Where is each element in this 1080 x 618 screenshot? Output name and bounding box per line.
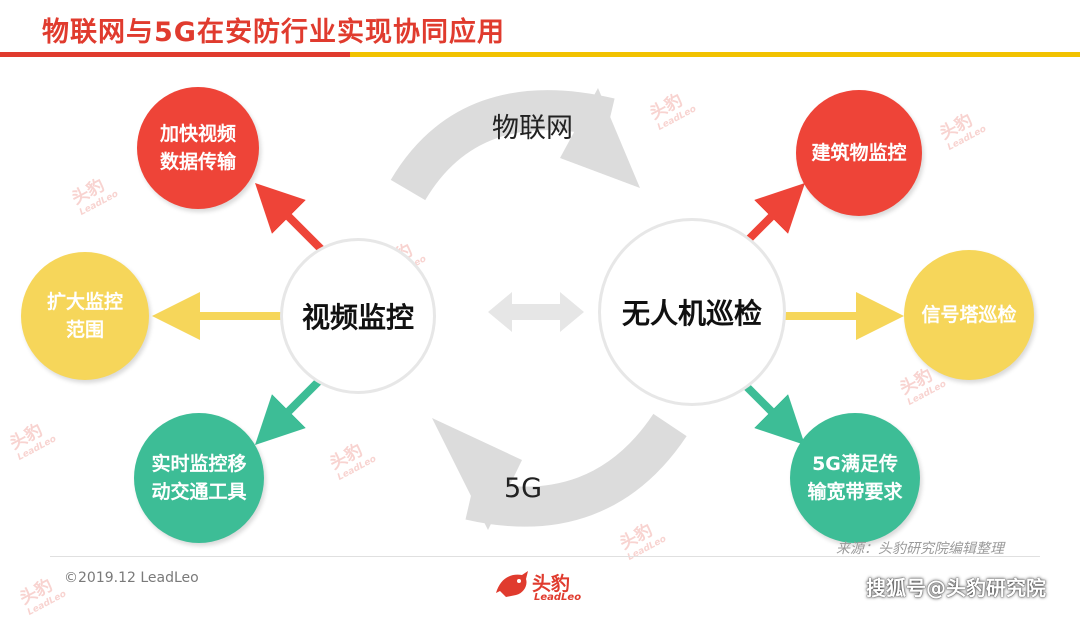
leopard-icon: [496, 571, 528, 597]
title-underline-red: [0, 52, 350, 57]
source-note: 来源：头豹研究院编辑整理: [836, 541, 1004, 557]
node-realtime-vehicle-monitoring: 实时监控移动交通工具: [134, 413, 264, 543]
flow-arrow-bottom: [432, 413, 687, 530]
flow-label-iot: 物联网: [492, 113, 573, 144]
node-expand-monitoring: 扩大监控范围: [21, 252, 149, 380]
node-building-monitoring: 建筑物监控: [796, 90, 922, 216]
page-title: 物联网与5G在安防行业实现协同应用: [42, 17, 505, 48]
hub-video-surveillance: 视频监控: [280, 238, 436, 394]
bidirectional-arrow: [488, 292, 584, 332]
arrow-left-green: [255, 375, 325, 445]
sohu-watermark: 搜狐号@头豹研究院: [866, 576, 1046, 600]
flow-arrow-top: [390, 88, 640, 201]
hub-drone-inspection: 无人机巡检: [598, 218, 786, 406]
copyright: ©2019.12 LeadLeo: [64, 570, 199, 586]
node-fast-video-transmission: 加快视频数据传输: [137, 87, 259, 209]
node-5g-bandwidth: 5G满足传输宽带要求: [790, 413, 920, 543]
flow-label-5g: 5G: [504, 473, 543, 504]
arrow-left-red: [255, 183, 325, 253]
title-underline-yellow: [350, 52, 1080, 57]
logo-text-cn: 头豹: [532, 573, 571, 595]
logo-text-en: LeadLeo: [534, 592, 582, 603]
footer-divider: [50, 556, 1040, 557]
leadleo-logo: 头豹 LeadLeo: [494, 565, 604, 605]
node-tower-inspection: 信号塔巡检: [904, 250, 1034, 380]
